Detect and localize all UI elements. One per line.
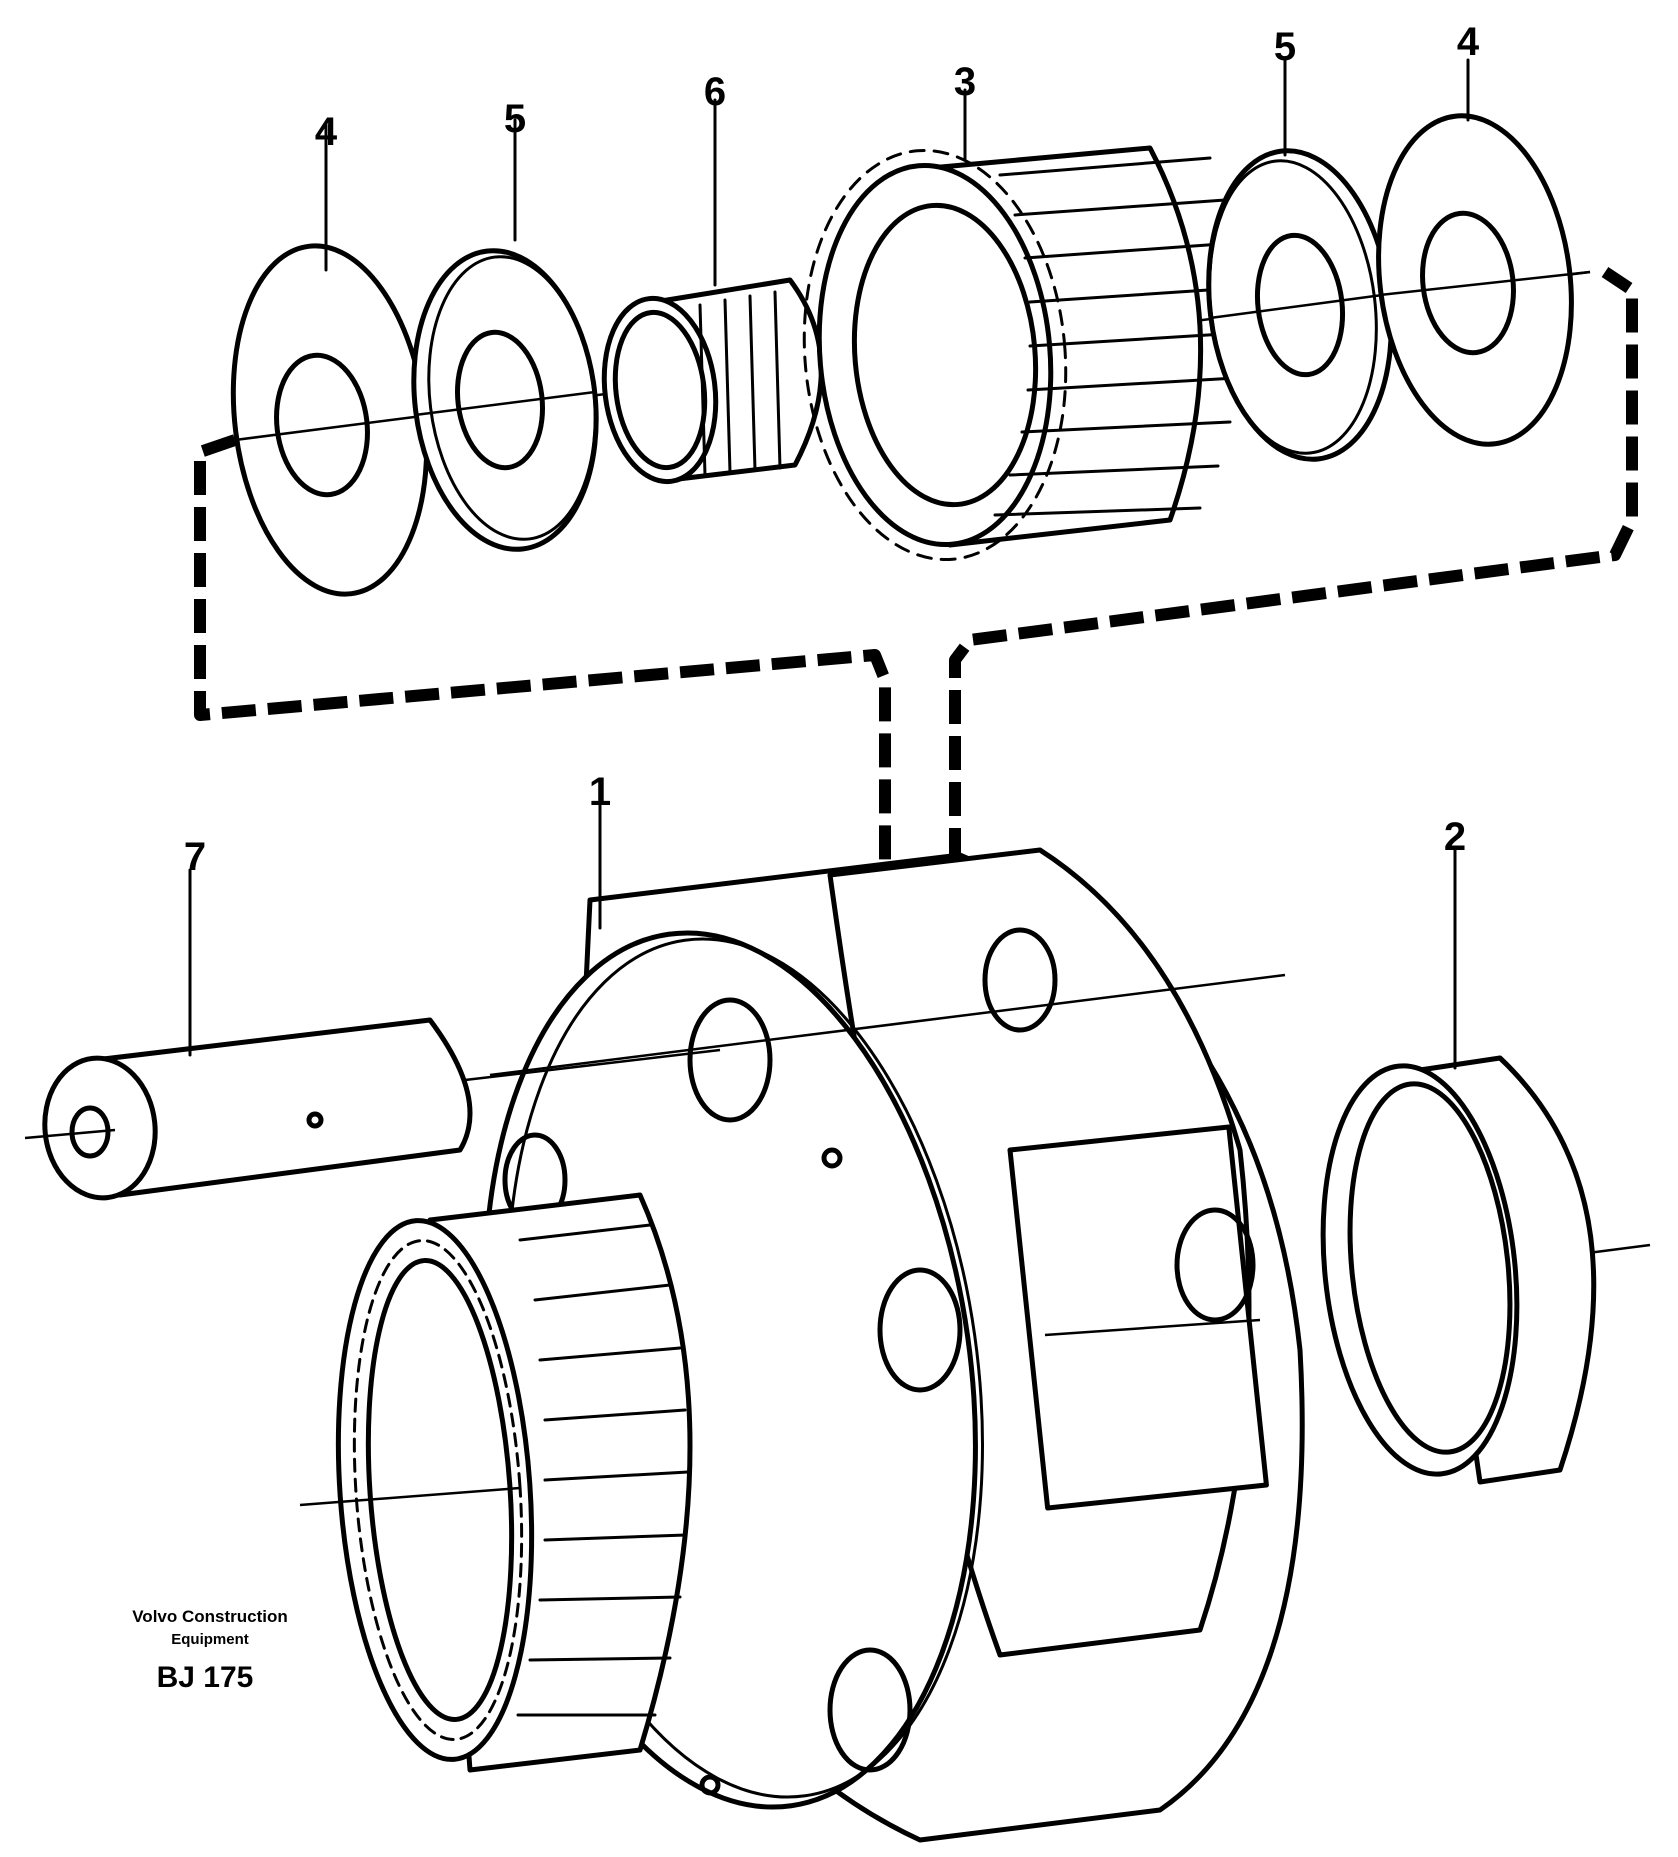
assembly-bracket-dashed [194, 267, 1638, 1000]
callout-planet-gear: 3 [954, 60, 976, 104]
figure-caption: Volvo Construction Equipment BJ 175 [132, 1607, 288, 1694]
callout-numbers: 4 5 6 3 5 4 1 2 7 [184, 20, 1480, 879]
callout-washer-right: 4 [1457, 20, 1480, 64]
spacer-right [1206, 148, 1394, 462]
callout-bushing: 2 [1444, 815, 1466, 859]
callout-spacer-left: 5 [504, 97, 526, 141]
splined-hub [299, 1192, 693, 1773]
callout-spacer-right: 5 [1274, 25, 1296, 69]
spacer-left [411, 248, 599, 552]
caption-company-line1: Volvo Construction [132, 1607, 288, 1626]
needle-bearing [601, 277, 824, 485]
washer-left [230, 243, 431, 597]
caption-company-line2: Equipment [171, 1631, 249, 1648]
caption-figure-code: BJ 175 [157, 1661, 254, 1694]
callout-washer-left: 4 [315, 110, 338, 154]
planet-shaft [24, 1017, 721, 1201]
callout-planet-shaft: 7 [184, 835, 206, 879]
planet-gear [802, 145, 1242, 562]
washer-right [1376, 113, 1591, 447]
callout-planet-carrier: 1 [589, 770, 611, 814]
callout-needle-bearing: 6 [704, 70, 726, 114]
bushing [1320, 1055, 1597, 1485]
callout-leaders [188, 58, 1470, 1070]
